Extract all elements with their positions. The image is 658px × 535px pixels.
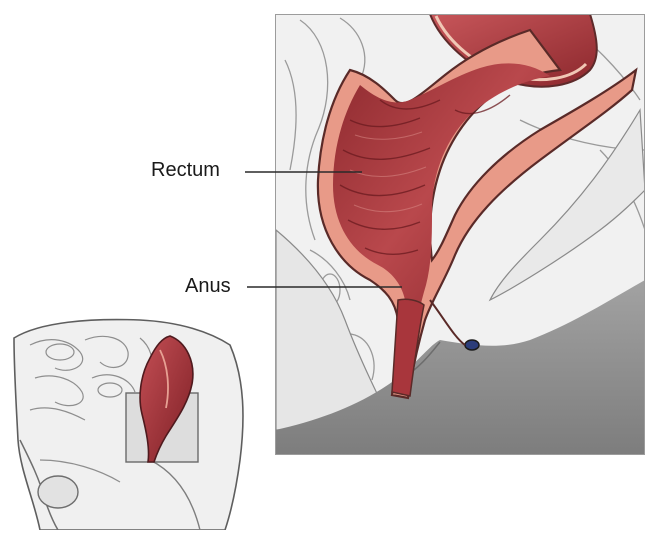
vessel-opening xyxy=(465,340,479,350)
lower-organ xyxy=(38,476,78,508)
rectum-label: Rectum xyxy=(151,160,220,180)
anus-label: Anus xyxy=(185,276,231,296)
overview-inset xyxy=(14,320,243,530)
detail-panel xyxy=(275,14,645,455)
